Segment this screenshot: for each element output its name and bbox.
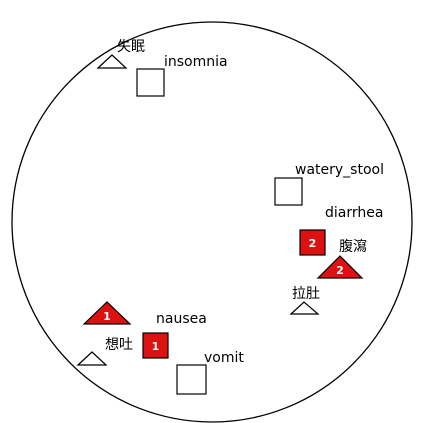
term-insomnia: insomnia xyxy=(136,54,228,97)
triangle-marker xyxy=(76,351,108,366)
term-label: nausea xyxy=(156,311,207,327)
square-marker xyxy=(274,177,303,206)
term-label: diarrhea xyxy=(325,205,383,221)
badge-number: 1 xyxy=(103,310,111,323)
square-marker-red xyxy=(142,332,169,359)
triangle-marker xyxy=(289,301,320,315)
square-marker-red xyxy=(299,229,326,256)
term-shimin: 失眠 xyxy=(96,39,145,69)
triangle-marker-red xyxy=(316,255,364,279)
term-watery-stool: watery_stool xyxy=(274,162,384,206)
boundary-circle xyxy=(11,21,413,423)
term-xiangtu-outline xyxy=(76,351,108,366)
term-label: 拉肚 xyxy=(292,286,320,302)
term-label: vomit xyxy=(204,350,244,366)
term-label: 腹瀉 xyxy=(339,238,367,255)
triangle-marker xyxy=(96,54,128,69)
term-vomit: vomit xyxy=(176,350,244,395)
badge-number: 2 xyxy=(336,264,344,277)
term-label: insomnia xyxy=(164,54,228,70)
term-nausea: nausea 1 xyxy=(142,311,207,359)
term-label: watery_stool xyxy=(295,162,384,178)
square-marker xyxy=(176,364,207,395)
term-label: 失眠 xyxy=(117,39,145,55)
square-marker xyxy=(136,68,165,97)
term-diarrhea: diarrhea 2 xyxy=(299,205,383,256)
term-fuxie: 腹瀉 2 xyxy=(316,238,367,279)
triangle-marker-red xyxy=(82,301,132,325)
term-label: 想吐 xyxy=(105,337,133,353)
badge-number: 1 xyxy=(152,340,160,353)
term-xiangtu: 1 想吐 xyxy=(82,301,133,353)
term-ladu: 拉肚 xyxy=(289,286,320,315)
badge-number: 2 xyxy=(309,237,317,250)
